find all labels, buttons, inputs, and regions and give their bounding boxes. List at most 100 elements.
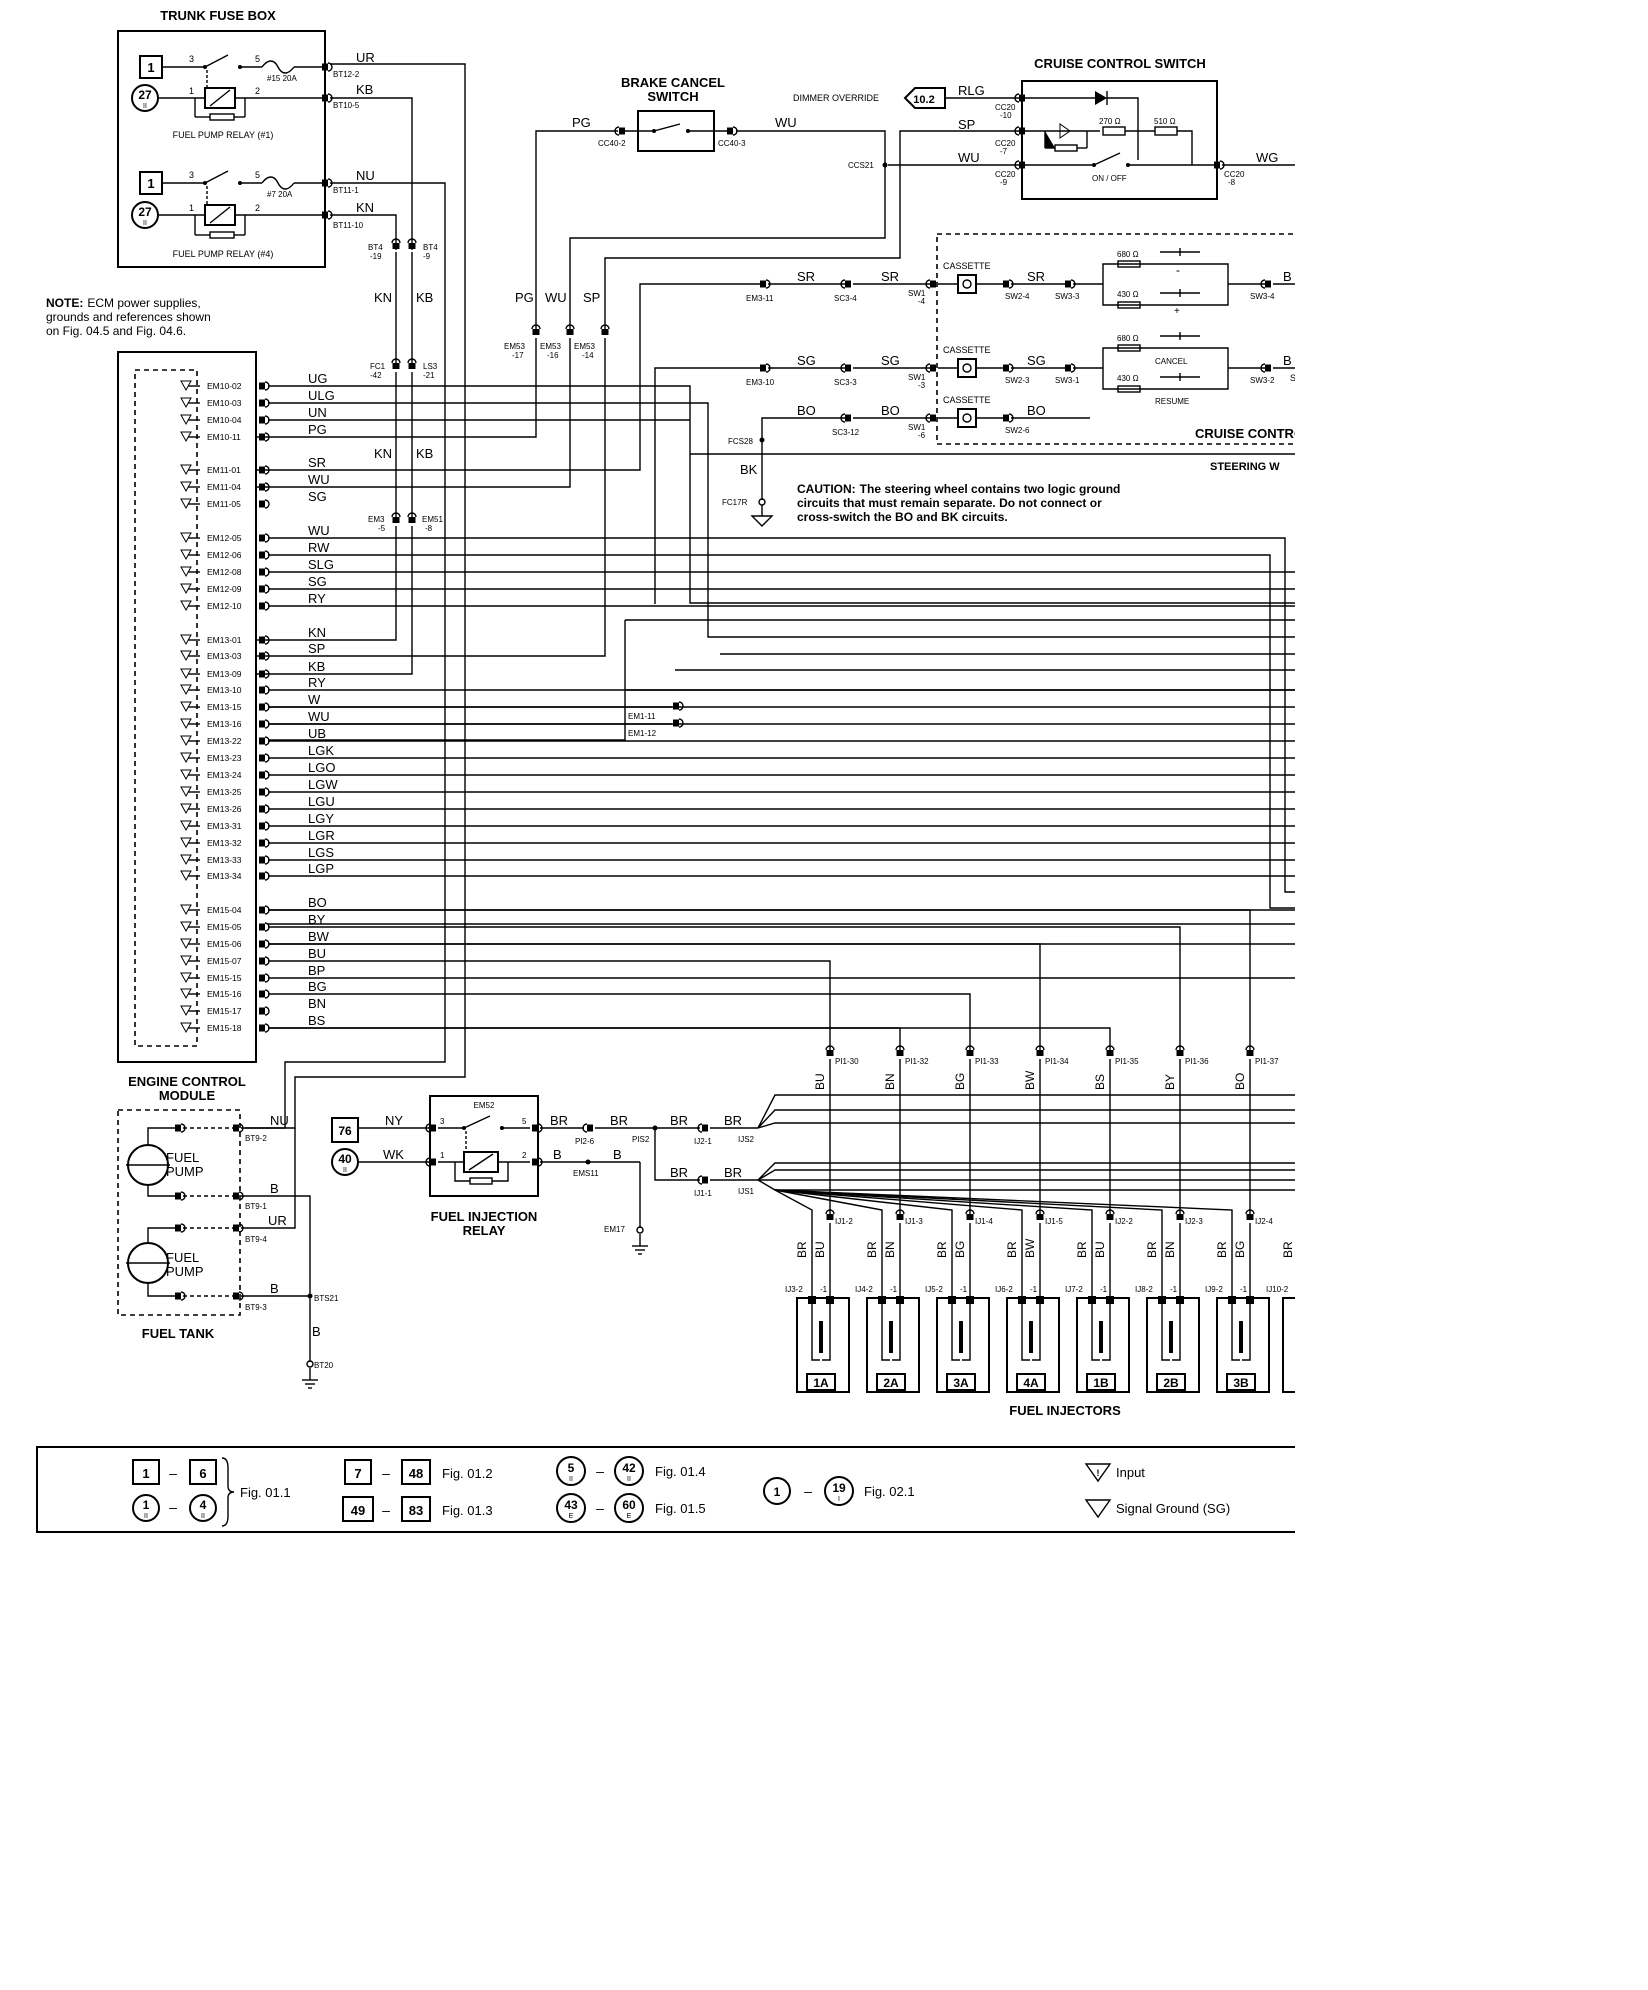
ij-connector-label: IJ2-4 xyxy=(1255,1217,1273,1226)
harness-wires xyxy=(268,385,1295,1050)
connector-label: CC20 xyxy=(995,170,1016,179)
ecm-pin-label: EM13-32 xyxy=(207,838,242,848)
legend-value: 49 xyxy=(351,1503,365,1518)
ecm-pin-label: EM12-08 xyxy=(207,567,242,577)
wire-label: SG xyxy=(881,353,900,368)
ecm-wire-label: KN xyxy=(308,625,326,640)
ecm-pin-label: EM13-10 xyxy=(207,685,242,695)
cassette-label: CASSETTE xyxy=(943,395,991,405)
resistor-label: 680 Ω xyxy=(1117,250,1139,259)
injector-br-label: BR xyxy=(795,1241,809,1258)
legend-panel xyxy=(36,1446,1295,1533)
wire-label: KB xyxy=(416,290,433,305)
note-text: ECM power supplies, xyxy=(87,296,200,310)
pin-label: 2 xyxy=(255,86,260,96)
legend-circle xyxy=(763,1477,791,1505)
connector-label: SW2-6 xyxy=(1005,426,1030,435)
connector-label: -9 xyxy=(423,252,431,261)
legend-value: 6 xyxy=(199,1466,206,1481)
injector-connector-label: IJ10-2 xyxy=(1266,1285,1289,1294)
connector-label: BT9-1 xyxy=(245,1202,267,1211)
legend-value: 60 xyxy=(622,1498,636,1512)
ecm-pin-label: EM15-05 xyxy=(207,922,242,932)
wire-label: KN xyxy=(356,200,374,215)
steering-switch-title: CRUISE CONTROL SWITCH xyxy=(1195,426,1295,441)
ecm-pin-label: EM15-16 xyxy=(207,989,242,999)
connector-label: SW3-4 xyxy=(1250,292,1275,301)
svg-text:NOTE:ECM power supplies,: NOTE:ECM power supplies, xyxy=(46,296,201,310)
pin-label: 1 xyxy=(440,1151,445,1160)
connector-label: -42 xyxy=(370,371,382,380)
wire-label: WK xyxy=(383,1147,404,1162)
injector-pin-label: -1 xyxy=(1170,1285,1178,1294)
trunk-fuse-box xyxy=(117,30,326,268)
wire-label: B xyxy=(1283,353,1292,368)
connector-label: IJ2-1 xyxy=(694,1137,712,1146)
fuel-injector-1A xyxy=(796,1297,850,1393)
wire-label: SG xyxy=(797,353,816,368)
ecm-wire-label: UG xyxy=(308,371,328,386)
legend-value: 1 xyxy=(143,1498,150,1512)
resistor-label: 510 Ω xyxy=(1154,117,1176,126)
ecm-pin-label: EM15-15 xyxy=(207,973,242,983)
pi-connector-label: PI1-37 xyxy=(1255,1057,1279,1066)
injector-signal-label: BG xyxy=(1233,1241,1247,1258)
injector-fanout xyxy=(757,1094,1295,1191)
connector-label: EM17 xyxy=(604,1225,625,1234)
connector-label: SW3-3 xyxy=(1055,292,1080,301)
connector-label: BT4 xyxy=(368,243,383,252)
legend-sg-label: Signal Ground (SG) xyxy=(1116,1501,1230,1516)
connector-label: -8 xyxy=(1228,178,1236,187)
ecm-pin-label: EM13-23 xyxy=(207,753,242,763)
injector-pin-label: -1 xyxy=(1100,1285,1108,1294)
ecm-wire-label: UB xyxy=(308,726,326,741)
wire-label: SP xyxy=(958,117,975,132)
legend-circle xyxy=(614,1456,644,1486)
legend-sub: II xyxy=(144,1513,148,1520)
pin-label: 1 xyxy=(189,203,194,213)
injector-br-label: BR xyxy=(935,1241,949,1258)
legend-circle xyxy=(132,1494,160,1522)
injector-signal-label: BO xyxy=(1233,1073,1247,1090)
cruise-control-switch xyxy=(1021,80,1218,200)
resistor-label: 430 Ω xyxy=(1117,290,1139,299)
fuse-icon xyxy=(261,60,295,74)
fuse-box-title: TRUNK FUSE BOX xyxy=(160,8,276,23)
connector-label: EM1-12 xyxy=(628,729,657,738)
pi-connector-label: PI1-32 xyxy=(905,1057,929,1066)
ecm-pin-label: EM13-33 xyxy=(207,855,242,865)
legend-value: 4 xyxy=(200,1498,207,1512)
legend-sub: II xyxy=(627,1476,631,1483)
injector-signal-label: BU xyxy=(813,1241,827,1258)
ecm-pin-label: EM13-09 xyxy=(207,669,242,679)
wire-label: WU xyxy=(775,115,797,130)
connector-label: EM3-10 xyxy=(746,378,775,387)
engine-control-module xyxy=(117,351,257,1063)
relay4-label: FUEL PUMP RELAY (#4) xyxy=(173,249,274,259)
wire-label: SR xyxy=(881,269,899,284)
pin-label: 3 xyxy=(189,54,194,64)
ij-connector-label: IJ1-5 xyxy=(1045,1217,1063,1226)
ecm-pin-label: EM13-25 xyxy=(207,787,242,797)
injector-signal-label: BG xyxy=(953,1241,967,1258)
injector-coil-icon xyxy=(1029,1321,1033,1353)
wire-label: BR xyxy=(724,1113,742,1128)
ecm-pin-label: EM12-05 xyxy=(207,533,242,543)
wire-label: PG xyxy=(572,115,591,130)
ecm-wire-label: BY xyxy=(308,912,326,927)
switch-label: ON / OFF xyxy=(1092,174,1127,183)
ecm-wire-label: BN xyxy=(308,996,326,1011)
ref-label: 1 xyxy=(147,176,154,191)
injector-connector-label: IJ8-2 xyxy=(1135,1285,1153,1294)
cassette-label: CASSETTE xyxy=(943,345,991,355)
connector-label: CC20 xyxy=(995,139,1016,148)
fuel-injector-2B xyxy=(1146,1297,1200,1393)
injector-pin-label: -1 xyxy=(1240,1285,1248,1294)
connector-label: SC3-3 xyxy=(834,378,857,387)
ij-connector-label: IJ1-2 xyxy=(835,1217,853,1226)
legend-fig: Fig. 01.3 xyxy=(442,1503,493,1518)
connector-label: SW2-4 xyxy=(1005,292,1030,301)
connector-label: CC20 xyxy=(1224,170,1245,179)
caution-text: The steering wheel contains two logic gr… xyxy=(860,482,1121,496)
legend-sub: II xyxy=(569,1476,573,1483)
